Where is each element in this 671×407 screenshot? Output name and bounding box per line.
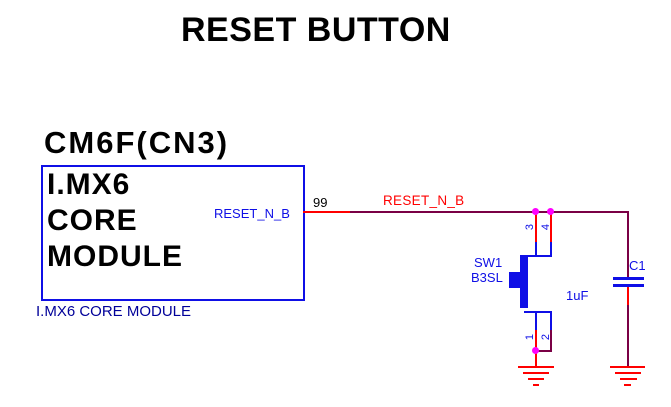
cap-branch-wire-bottom: [627, 305, 629, 366]
sw-bottom-wire: [536, 350, 552, 352]
sw-pin3-wire: [535, 212, 537, 242]
switch-part-number: B3SL: [471, 270, 503, 285]
sw-pin2-lead: [550, 311, 552, 330]
module-designator: CM6F(CN3): [44, 125, 230, 160]
module-body-line: CORE: [47, 204, 138, 237]
sw-bottom-bracket: [524, 311, 552, 313]
module-body-line: MODULE: [47, 240, 183, 273]
page-title: RESET BUTTON: [181, 11, 451, 49]
sw-top-bracket: [524, 255, 552, 257]
module-pin-name: RESET_N_B: [214, 206, 290, 221]
sw-pin4-wire: [550, 212, 552, 242]
cap-lead-bottom: [627, 287, 629, 305]
sw-pin4-lead: [550, 242, 552, 256]
capacitor-reference: C1: [629, 258, 646, 273]
sw-pin2-number: 2: [540, 333, 552, 341]
pushbutton-actuator: [509, 272, 520, 288]
capacitor-plate-bottom: [613, 284, 644, 287]
junction-dot: [532, 347, 539, 354]
sw-pin3-number: 3: [524, 223, 536, 231]
sw-ground-stub: [535, 351, 537, 366]
module-body-line: I.MX6: [47, 168, 131, 201]
sw-pin1-wire: [535, 330, 537, 351]
junction-dot: [532, 208, 539, 215]
module-pin-number: 99: [313, 195, 328, 210]
net-wire-horizontal: [350, 211, 629, 213]
sw-pin2-wire: [550, 330, 552, 351]
module-body-text: I.MX6 CORE MODULE: [47, 167, 183, 275]
cap-branch-wire-top: [627, 212, 629, 277]
module-pin-wire: [303, 211, 351, 213]
capacitor-plate-top: [613, 277, 644, 280]
junction-dot: [547, 208, 554, 215]
sw-pin3-lead: [535, 242, 537, 256]
net-label: RESET_N_B: [383, 193, 465, 208]
sw-pin1-lead: [535, 311, 537, 330]
switch-reference: SW1: [474, 255, 503, 270]
sw-pin1-number: 1: [524, 333, 536, 341]
capacitor-value: 1uF: [566, 288, 589, 303]
sw-pin4-number: 4: [540, 223, 552, 231]
pushbutton-symbol: [520, 255, 528, 308]
module-caption: I.MX6 CORE MODULE: [36, 303, 192, 320]
imx6-module-symbol: [41, 165, 305, 301]
